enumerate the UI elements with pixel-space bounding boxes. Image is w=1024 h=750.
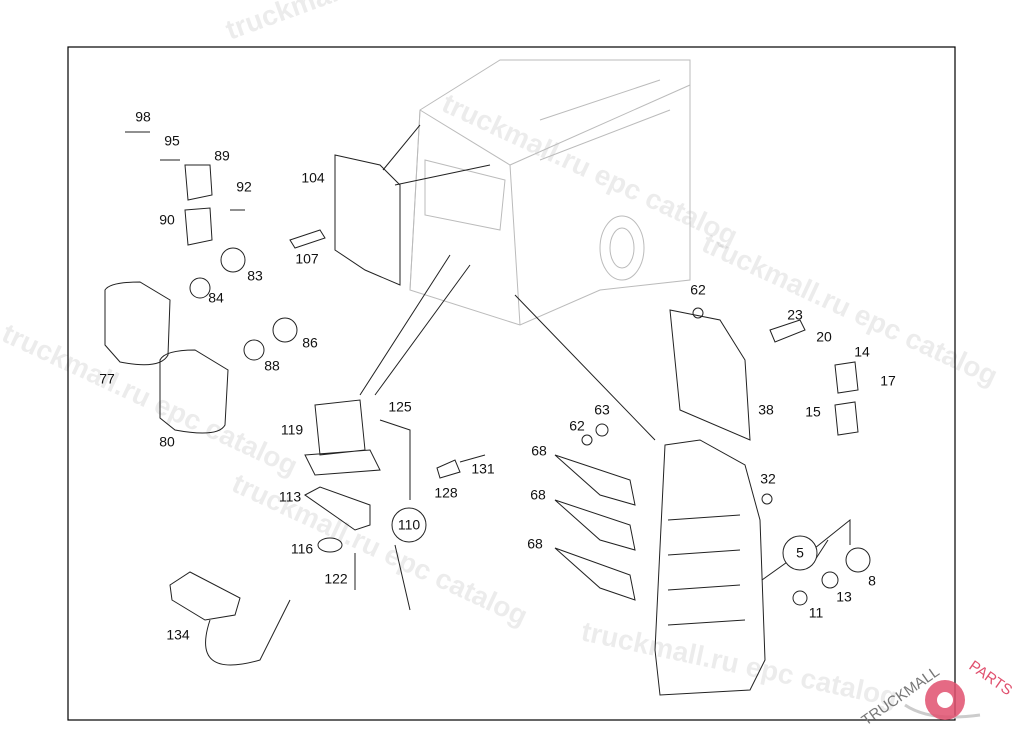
- part-label-131[interactable]: 131: [471, 461, 495, 477]
- part-label-116[interactable]: 116: [291, 541, 314, 557]
- part-label-98[interactable]: 98: [135, 109, 151, 125]
- part-label-84[interactable]: 84: [208, 290, 224, 306]
- part-label-128[interactable]: 128: [434, 485, 458, 501]
- part-label-95[interactable]: 95: [164, 133, 180, 149]
- pointer-arrows: [359, 124, 656, 441]
- part-label-92[interactable]: 92: [236, 179, 252, 195]
- part-label-77[interactable]: 77: [99, 371, 115, 387]
- watermark: truckmall.ru epc catalog: [227, 467, 532, 631]
- part-label-68[interactable]: 68: [531, 443, 547, 459]
- part-label-110[interactable]: 110: [398, 517, 421, 533]
- part-label-88[interactable]: 88: [264, 358, 280, 374]
- diagram-frame: [67, 46, 956, 721]
- part-label-20[interactable]: 20: [816, 329, 832, 345]
- watermark: truckmall.ru epc catalog: [0, 317, 302, 481]
- part-label-80[interactable]: 80: [159, 434, 175, 450]
- part-label-90[interactable]: 90: [159, 212, 175, 228]
- part-label-32[interactable]: 32: [760, 471, 776, 487]
- part-label-125[interactable]: 125: [388, 399, 412, 415]
- part-label-15[interactable]: 15: [805, 404, 821, 420]
- part-label-119[interactable]: 119: [281, 422, 304, 438]
- part-label-113[interactable]: 113: [279, 489, 302, 505]
- part-label-14[interactable]: 14: [854, 344, 870, 360]
- watermark: truckmall.ru epc catalog: [579, 616, 901, 713]
- part-label-62[interactable]: 62: [690, 282, 706, 298]
- part-label-134[interactable]: 134: [166, 627, 190, 643]
- part-label-83[interactable]: 83: [247, 268, 263, 284]
- part-label-38[interactable]: 38: [758, 402, 774, 418]
- part-label-13[interactable]: 13: [836, 589, 852, 605]
- callout-circle-110: [391, 507, 427, 543]
- watermark: truckmall.ru epc catalog: [221, 0, 534, 46]
- part-label-8[interactable]: 8: [868, 573, 876, 589]
- part-label-68[interactable]: 68: [527, 536, 543, 552]
- watermark: truckmall.ru epc catalog: [697, 227, 1002, 391]
- part-label-62[interactable]: 62: [569, 418, 585, 434]
- part-label-23[interactable]: 23: [787, 307, 803, 323]
- part-label-86[interactable]: 86: [302, 335, 318, 351]
- callout-circle-5: [782, 535, 818, 571]
- part-label-11[interactable]: 11: [809, 605, 824, 621]
- van-outline: [409, 59, 691, 326]
- part-label-63[interactable]: 63: [594, 402, 610, 418]
- part-labels: 98 95 89 92 90 83 84 107 104 86 88 77 80…: [99, 109, 896, 643]
- logo-text-parts: PARTS: [966, 657, 1016, 699]
- part-label-5[interactable]: 5: [796, 545, 804, 561]
- part-label-17[interactable]: 17: [880, 373, 896, 389]
- watermarks: truckmall.ru epc catalog truckmall.ru ep…: [0, 0, 1002, 713]
- part-shapes: [104, 131, 871, 696]
- part-label-104[interactable]: 104: [301, 170, 325, 186]
- part-label-89[interactable]: 89: [214, 148, 230, 164]
- part-label-122[interactable]: 122: [324, 571, 348, 587]
- part-label-107[interactable]: 107: [295, 251, 319, 267]
- part-label-68[interactable]: 68: [530, 487, 546, 503]
